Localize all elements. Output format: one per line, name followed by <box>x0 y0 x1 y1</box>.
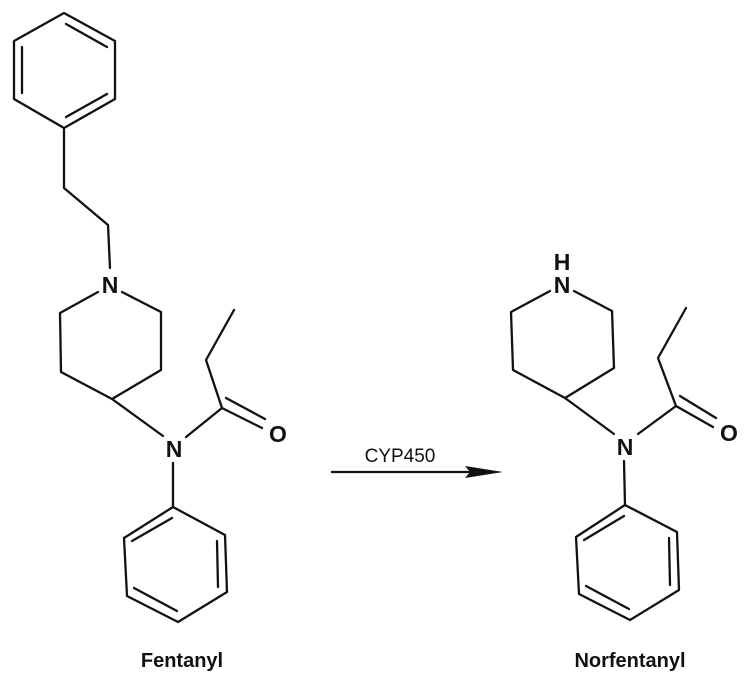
fentanyl-piperidine-ring <box>58 290 163 401</box>
norfentanyl-amide-nitrogen: N <box>617 434 634 460</box>
svg-text:H: H <box>554 249 571 275</box>
norfentanyl-n-phenyl-ring <box>574 503 681 622</box>
fentanyl-propionyl-group <box>204 308 267 430</box>
norfentanyl-structure: H N N O Norfentanyl <box>509 249 738 672</box>
fentanyl-piperidine-nitrogen: N <box>102 272 119 298</box>
norfentanyl-propionyl-group <box>656 306 718 429</box>
reaction-arrow <box>330 466 503 478</box>
enzyme-label: CYP450 <box>365 446 436 467</box>
norfentanyl-piperidine-hydrogen: H <box>554 249 571 275</box>
norfentanyl-name-label: Norfentanyl <box>574 650 685 672</box>
fentanyl-amide-nitrogen: N <box>166 436 183 462</box>
svg-text:N: N <box>554 272 571 298</box>
norfentanyl-piperidine-nitrogen: N <box>554 272 571 298</box>
svg-text:Fentanyl: Fentanyl <box>141 650 223 672</box>
fentanyl-carbonyl-oxygen: O <box>269 421 287 447</box>
fentanyl-ethyl-linker <box>62 126 112 270</box>
fentanyl-n-phenyl-ring <box>122 505 229 624</box>
svg-text:Norfentanyl: Norfentanyl <box>574 650 685 672</box>
svg-text:O: O <box>269 421 287 447</box>
svg-text:O: O <box>720 420 738 446</box>
fentanyl-phenethyl-benzene-ring <box>12 11 117 130</box>
svg-text:CYP450: CYP450 <box>365 446 436 467</box>
svg-text:N: N <box>102 272 119 298</box>
norfentanyl-piperidine-ring <box>509 289 616 400</box>
fentanyl-structure: N N O Fentanyl <box>12 11 287 672</box>
svg-text:N: N <box>166 436 183 462</box>
svg-text:N: N <box>617 434 634 460</box>
fentanyl-name-label: Fentanyl <box>141 650 223 672</box>
norfentanyl-carbonyl-oxygen: O <box>720 420 738 446</box>
